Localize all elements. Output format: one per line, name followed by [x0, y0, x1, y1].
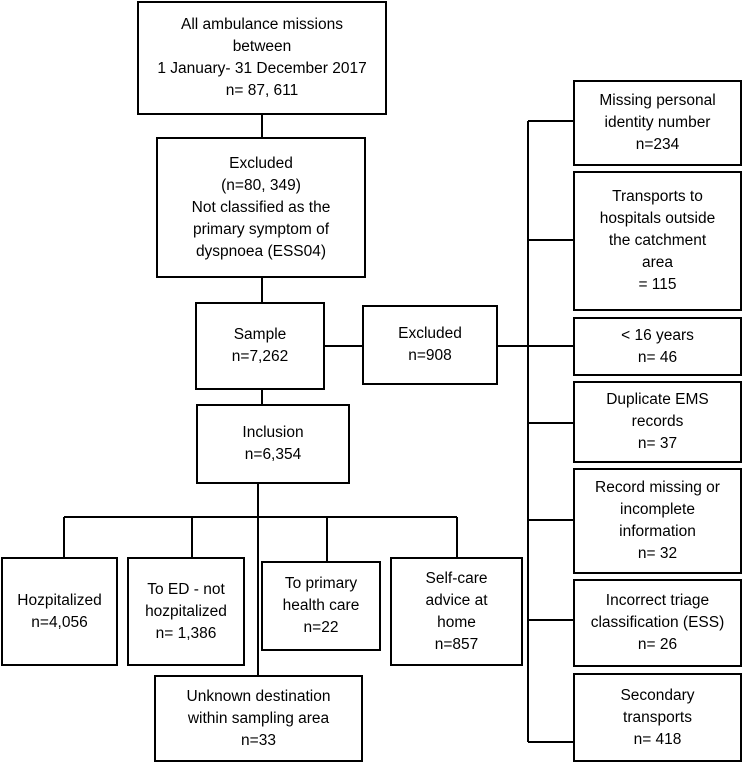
- box-line: Record missing or: [595, 479, 720, 496]
- box-under-16: < 16 years n= 46: [573, 317, 742, 376]
- box-missing-pin: Missing personal identity number n=234: [573, 80, 742, 166]
- box-unknown-destination: Unknown destination within sampling area…: [154, 675, 363, 762]
- box-line: n= 32: [637, 545, 678, 562]
- box-line: primary symptom of: [192, 220, 330, 238]
- box-line: n=234: [635, 136, 680, 153]
- box-line: n= 46: [637, 348, 678, 366]
- box-line: Self-care: [425, 569, 488, 587]
- box-line: the catchment: [608, 232, 707, 249]
- box-line: dyspnoea (ESS04): [195, 242, 327, 260]
- box-line: n= 87, 611: [225, 82, 299, 99]
- box-line: home: [437, 613, 476, 631]
- box-line: hozpitalized: [145, 602, 227, 620]
- box-line: information: [619, 523, 696, 540]
- box-line: Incorrect triage: [605, 592, 710, 609]
- box-line: advice at: [425, 591, 488, 609]
- box-line: (n=80, 349): [221, 176, 301, 194]
- box-excluded-main: Excluded (n=80, 349) Not classified as t…: [156, 137, 366, 278]
- box-duplicate-ems: Duplicate EMS records n= 37: [573, 381, 742, 463]
- box-line: Sample: [233, 326, 287, 343]
- box-line: n=908: [408, 347, 452, 364]
- box-line: Transports to: [612, 188, 703, 205]
- box-primary-care: To primary health care n=22: [261, 561, 381, 651]
- box-line: n=33: [241, 731, 276, 749]
- box-line: Excluded: [398, 325, 462, 342]
- box-line: classification (ESS): [590, 614, 725, 631]
- box-line: Excluded: [229, 154, 293, 172]
- box-line: Not classified as the: [191, 198, 331, 216]
- box-line: n=4,056: [31, 613, 88, 631]
- box-line: health care: [282, 597, 360, 614]
- box-line: n=857: [434, 635, 479, 653]
- box-line: Hozpitalized: [17, 591, 102, 609]
- box-line: n= 37: [637, 435, 678, 452]
- box-self-care: Self-care advice at home n=857: [390, 557, 523, 666]
- box-incorrect-triage: Incorrect triage classification (ESS) n=…: [573, 579, 742, 667]
- box-line: incomplete: [620, 501, 695, 518]
- box-inclusion: Inclusion n=6,354: [196, 404, 350, 484]
- box-line: area: [641, 254, 674, 271]
- box-secondary-transports: Secondary transports n= 418: [573, 673, 742, 762]
- box-line: = 115: [638, 276, 677, 293]
- box-hospitalized: Hozpitalized n=4,056: [1, 557, 118, 666]
- box-line: To primary: [284, 575, 358, 592]
- box-line: All ambulance missions: [181, 16, 343, 33]
- box-line: < 16 years: [621, 326, 694, 344]
- box-line: records: [631, 413, 684, 430]
- box-line: transports: [623, 708, 692, 726]
- box-line: n=7,262: [231, 348, 289, 365]
- box-line: Secondary: [620, 686, 695, 704]
- box-line: n=6,354: [244, 446, 302, 463]
- box-line: Missing personal: [599, 92, 716, 109]
- box-all-missions: All ambulance missions between 1 January…: [137, 1, 387, 115]
- box-line: identity number: [604, 114, 711, 131]
- box-to-ed: To ED - not hozpitalized n= 1,386: [127, 557, 245, 666]
- box-line: within sampling area: [187, 709, 330, 727]
- box-line: 1 January- 31 December 2017: [157, 60, 367, 77]
- box-line: n=22: [303, 619, 339, 636]
- box-line: n= 418: [633, 730, 682, 748]
- box-sample: Sample n=7,262: [195, 302, 325, 390]
- box-line: To ED - not: [147, 580, 225, 598]
- box-line: Inclusion: [242, 424, 304, 441]
- box-line: hospitals outside: [599, 210, 716, 227]
- box-line: Unknown destination: [186, 687, 331, 705]
- box-line: between: [232, 38, 292, 55]
- box-line: n= 1,386: [155, 624, 217, 642]
- box-line: Duplicate EMS: [606, 391, 709, 408]
- box-line: n= 26: [637, 636, 678, 653]
- box-excluded-908: Excluded n=908: [362, 305, 498, 385]
- box-record-missing: Record missing or incomplete information…: [573, 468, 742, 574]
- box-outside-catchment: Transports to hospitals outside the catc…: [573, 171, 742, 311]
